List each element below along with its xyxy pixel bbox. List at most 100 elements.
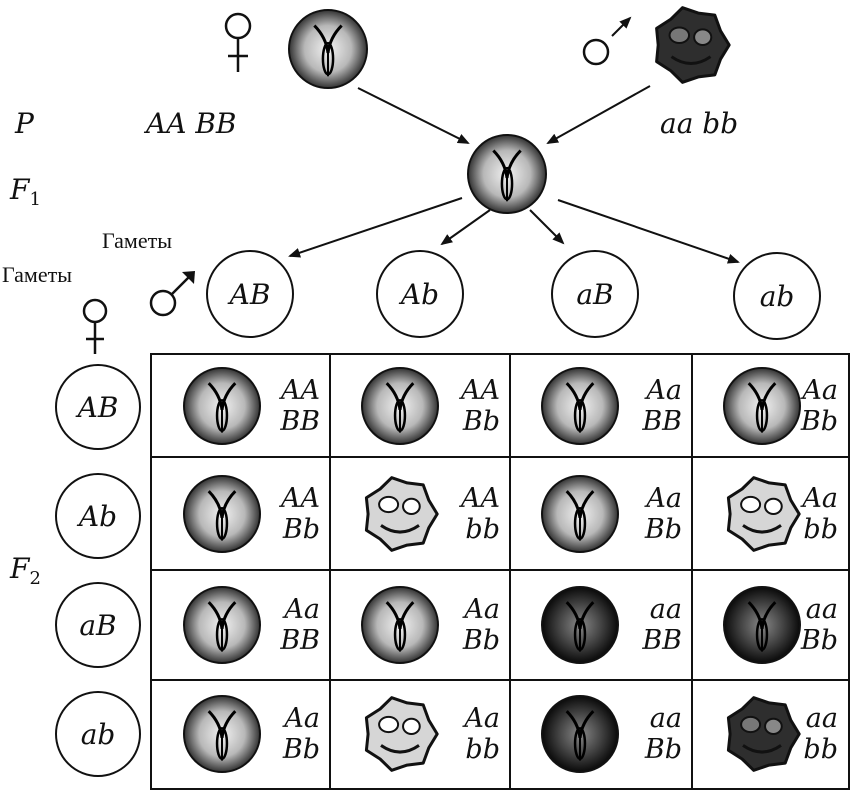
genotype-a-locus: aa	[649, 703, 682, 734]
male-gamete-1: AB	[206, 250, 294, 338]
arrow-male-sign-top	[611, 16, 632, 37]
genotype-a-locus: Aa	[802, 375, 838, 406]
genotype-a-locus: Aa	[284, 703, 320, 734]
female-sign-icon	[224, 12, 252, 72]
female-sign-icon	[82, 298, 108, 354]
offspring-seed	[182, 474, 262, 554]
arrow-male-to-f1	[546, 85, 651, 144]
arrow-f1-to-gamete-a-big-b	[529, 209, 565, 245]
gametes-male-label: Гаметы	[102, 228, 173, 253]
genotype-b-locus: BB	[642, 406, 682, 437]
female-gamete-3: aB	[55, 582, 141, 668]
genotype-a-locus: Aa	[646, 375, 682, 406]
generation-f2-subscript: 2	[29, 568, 41, 589]
generation-f2-label: F2	[10, 555, 41, 588]
genotype-b-locus: bb	[465, 734, 500, 765]
genotype-a-locus: Aa	[464, 594, 500, 625]
genotype-a-locus: AA	[281, 375, 320, 406]
female-gamete-4: ab	[55, 691, 141, 777]
genotype-a-locus: aa	[805, 594, 838, 625]
genotype-a-locus: Aa	[464, 703, 500, 734]
genotype-b-locus: bb	[803, 734, 838, 765]
genotype-a-locus: AA	[461, 375, 500, 406]
genotype-a-locus: AA	[281, 482, 320, 514]
genotype-b-locus: Bb	[644, 513, 682, 545]
offspring-seed	[540, 366, 620, 446]
genotype-b-locus: bb	[803, 513, 838, 545]
genotype-a-locus: aa	[649, 594, 682, 625]
male-gamete-2: Ab	[376, 250, 464, 338]
female-gamete-1: AB	[55, 364, 141, 450]
offspring-seed	[540, 474, 620, 554]
offspring-seed	[722, 474, 802, 554]
genotype-a-locus: Aa	[802, 482, 838, 514]
male-parent-genotype: aa bb	[660, 107, 739, 140]
arrow-f1-to-gamete-ab-small	[440, 209, 491, 246]
genotype-b-locus: Bb	[282, 513, 320, 545]
offspring-seed	[360, 366, 440, 446]
male-gamete-4: ab	[733, 252, 821, 340]
male-sign-icon	[149, 271, 195, 317]
genotype-b-locus: Bb	[644, 734, 682, 765]
parent-male-seed	[650, 4, 732, 86]
male-gamete-3: aB	[551, 250, 639, 338]
genotype-b-locus: Bb	[800, 406, 838, 437]
generation-f1-label: F1	[10, 176, 41, 209]
offspring-seed	[182, 366, 262, 446]
offspring-seed	[182, 694, 262, 774]
genotype-b-locus: Bb	[462, 625, 500, 656]
offspring-seed	[360, 585, 440, 665]
offspring-seed	[360, 474, 440, 554]
genotype-b-locus: Bb	[282, 734, 320, 765]
f1-seed	[466, 133, 548, 215]
genotype-b-locus: Bb	[800, 625, 838, 656]
generation-p-label: P	[15, 107, 34, 140]
genotype-b-locus: BB	[642, 625, 682, 656]
genotype-a-locus: AA	[461, 482, 500, 514]
arrow-female-to-f1	[357, 87, 470, 144]
generation-f1-subscript: 1	[29, 189, 41, 210]
offspring-seed	[722, 694, 802, 774]
generation-f2-letter: F	[10, 552, 30, 585]
offspring-seed	[722, 366, 802, 446]
gametes-female-label: Гаметы	[2, 262, 73, 287]
genotype-a-locus: aa	[805, 703, 838, 734]
punnett-grid-lines	[152, 355, 848, 788]
genotype-b-locus: BB	[280, 406, 320, 437]
arrow-f1-to-gamete-ab-lower	[557, 199, 740, 264]
genotype-a-locus: Aa	[646, 482, 682, 514]
genotype-a-locus: Aa	[284, 594, 320, 625]
generation-f1-letter: F	[10, 173, 30, 206]
offspring-seed	[182, 585, 262, 665]
